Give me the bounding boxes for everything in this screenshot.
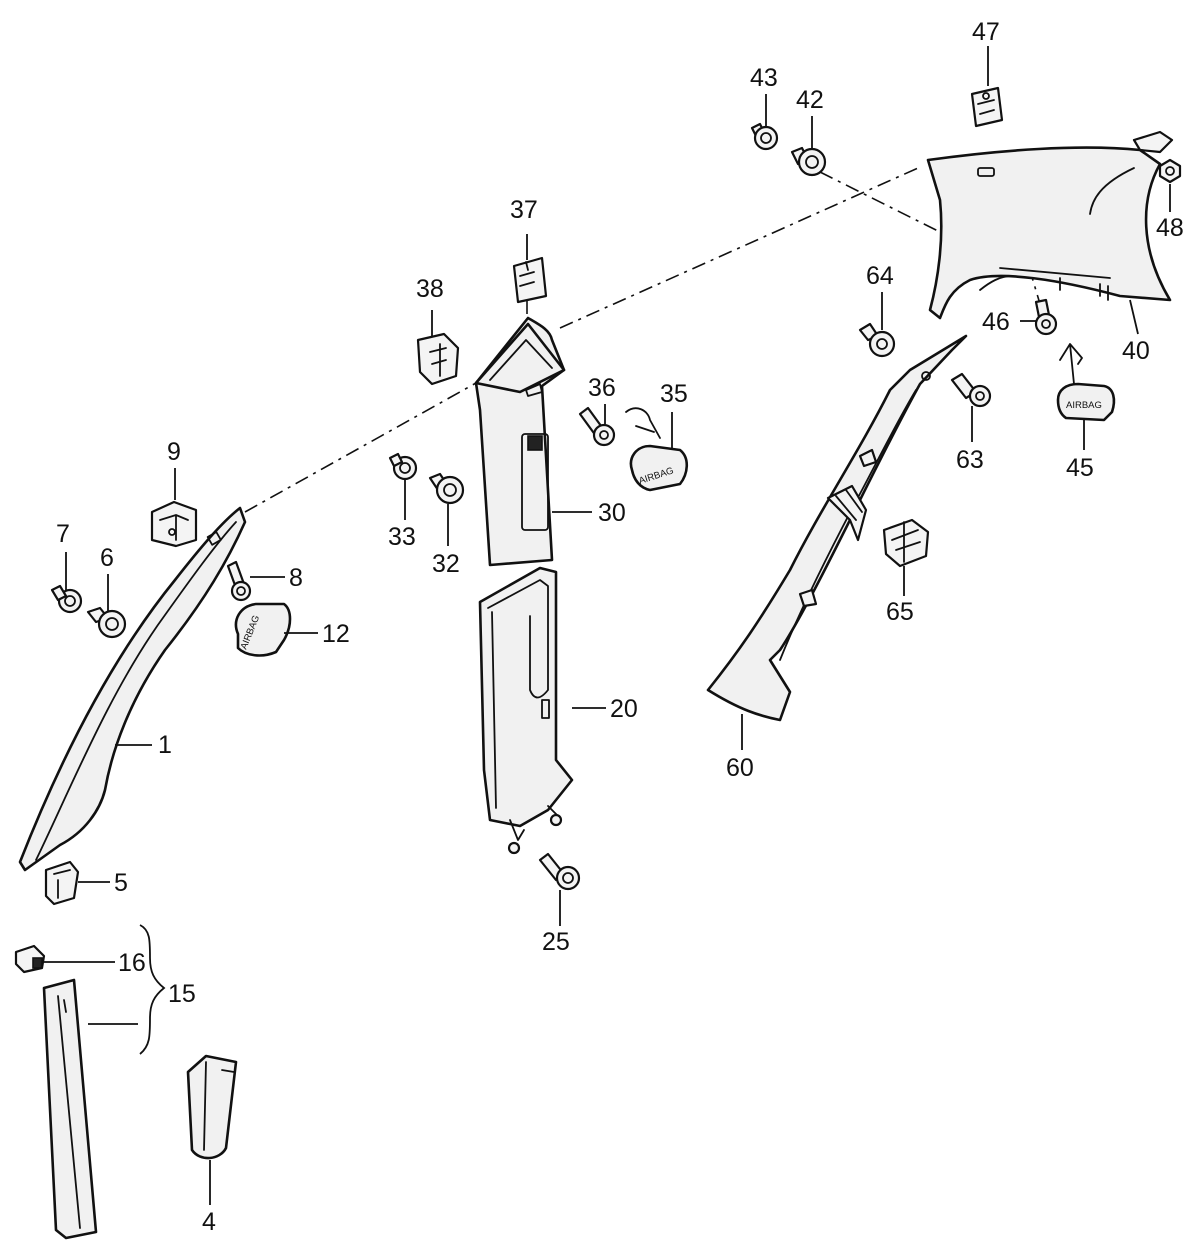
callout-33: 33 [388,523,416,551]
callout-7: 7 [56,520,70,548]
screw-43 [750,122,779,151]
clip-65 [882,518,930,568]
callout-64: 64 [866,262,894,290]
brace-15 [139,924,166,1055]
clip-64 [858,322,896,358]
callout-47: 47 [972,18,1000,46]
clip-6 [86,606,127,639]
clip-32 [428,472,465,505]
callout-42: 42 [796,86,824,114]
callout-4: 4 [202,1208,216,1236]
callout-65: 65 [886,598,914,626]
callout-48: 48 [1156,214,1184,242]
screw-36 [578,406,616,447]
callout-45: 45 [1066,454,1094,482]
leader-lines [44,46,1171,1205]
callout-46: 46 [982,308,1010,336]
clip-9 [150,500,198,548]
callout-35: 35 [660,380,688,408]
screw-33 [388,452,418,481]
airbag-badge-12: AIRBAG [234,602,292,657]
screw-8 [226,560,252,602]
trim-piece-4 [186,1054,238,1160]
callout-63: 63 [956,446,984,474]
clip-42 [790,146,827,177]
callout-38: 38 [416,275,444,303]
airbag-badge-45: AIRBAG [1056,343,1116,422]
callout-1: 1 [158,731,172,759]
callout-40: 40 [1122,337,1150,365]
callout-8: 8 [289,564,303,592]
callout-32: 32 [432,550,460,578]
callout-36: 36 [588,374,616,402]
clip-37 [512,256,548,304]
callout-20: 20 [610,695,638,723]
callout-37: 37 [510,196,538,224]
callout-9: 9 [167,438,181,466]
a-pillar-trim [18,506,247,872]
callout-12: 12 [322,620,350,648]
clip-47 [970,86,1004,128]
callout-5: 5 [114,869,128,897]
strip-15 [42,978,98,1240]
callout-25: 25 [542,928,570,956]
screw-46 [1034,298,1058,336]
nut-48 [1158,158,1182,184]
callout-60: 60 [726,754,754,782]
clip-38 [416,332,460,386]
screw-25 [538,852,581,891]
screw-7 [50,584,83,614]
callout-15: 15 [168,980,196,1008]
b-pillar-lower-20 [478,566,574,855]
airbag-badge-35: AIRBAG [625,407,689,492]
callout-43: 43 [750,64,778,92]
b-pillar-upper-30 [474,316,566,567]
callout-6: 6 [100,544,114,572]
rear-trim-40 [926,130,1174,320]
callout-labels: 1 4 5 6 7 8 9 12 15 16 20 25 30 32 33 35… [56,18,1184,1236]
callout-30: 30 [598,499,626,527]
c-pillar-trim-60 [706,334,968,722]
cap-16 [14,944,46,974]
callout-16: 16 [118,949,146,977]
airbag-label-45: AIRBAG [1066,400,1102,411]
clip-5 [44,860,80,906]
screw-63 [950,372,992,408]
